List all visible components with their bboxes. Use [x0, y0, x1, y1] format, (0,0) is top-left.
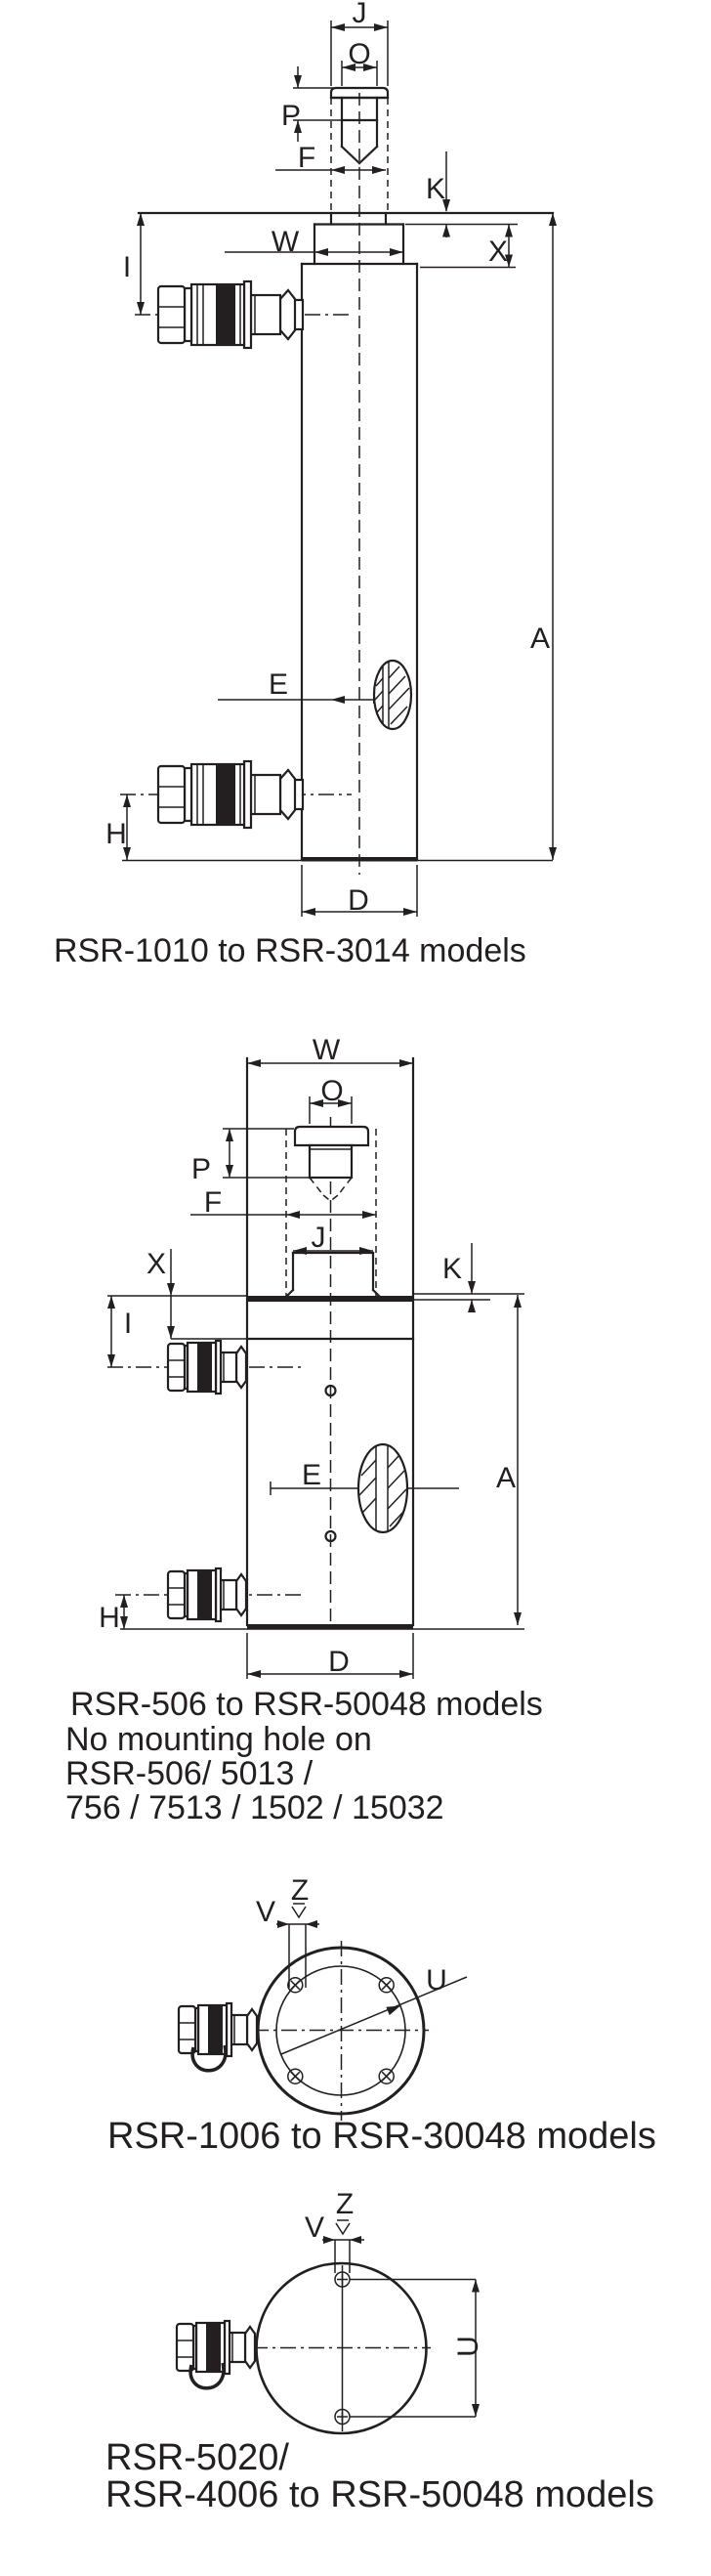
dim-label-a: A [530, 623, 550, 655]
dim-label-i: I [123, 251, 131, 283]
dim-label-x: X [488, 236, 508, 268]
dim-label-d: D [348, 884, 369, 917]
caption-drawing-2-line-3: RSR-506/ 5013 / [65, 1755, 314, 1792]
upper-coupler [156, 279, 305, 350]
dim-label-i: I [124, 1308, 132, 1340]
drawing-side-view-tall: J O P F K W X I A E H D RSR-1010 to RSR-… [54, 0, 557, 969]
coupler [177, 2001, 259, 2073]
dim-label-e: E [269, 668, 288, 701]
dim-label-p: P [191, 1153, 211, 1185]
dim-label-z: Z [291, 1874, 309, 1907]
bolt-hole [287, 2068, 304, 2084]
caption-drawing-2-line-2: No mounting hole on [65, 1721, 372, 1758]
dim-label-z: Z [336, 2188, 354, 2220]
dim-label-f: F [204, 1186, 222, 1219]
dim-label-o: O [320, 1075, 343, 1107]
dim-label-j: J [353, 0, 367, 29]
caption-drawing-4-line-1: RSR-5020/ [105, 2437, 289, 2478]
bolt-hole [334, 2408, 351, 2426]
bolt-hole [378, 2068, 395, 2084]
caption-drawing-4-line-2: RSR-4006 to RSR-50048 models [105, 2474, 654, 2515]
dim-label-e: E [302, 1459, 321, 1491]
dim-label-o: O [348, 38, 370, 70]
dim-label-x: X [146, 1248, 166, 1280]
caption-drawing-2-line-1: RSR-506 to RSR-50048 models [70, 1686, 543, 1723]
dim-label-w: W [313, 1034, 341, 1066]
upper-coupler [166, 1339, 248, 1395]
dim-label-k: K [426, 173, 445, 205]
bolt-hole [287, 1977, 304, 1994]
caption-drawing-3: RSR-1006 to RSR-30048 models [107, 2116, 656, 2157]
dim-label-h: H [99, 1602, 120, 1634]
dim-label-a: A [496, 1462, 516, 1494]
lower-coupler [156, 759, 305, 830]
coupler [175, 2319, 257, 2390]
dim-label-h: H [105, 818, 127, 850]
dim-label-v: V [256, 1896, 275, 1928]
drawing-top-view-two-holes: Z V U RSR-5020/ RSR-4006 to RSR-50048 mo… [105, 2188, 654, 2515]
bolt-hole [378, 1977, 395, 1994]
lower-coupler [166, 1567, 248, 1623]
dim-label-d: D [328, 1646, 350, 1678]
dim-label-f: F [298, 142, 315, 174]
bolt-hole [334, 2271, 351, 2288]
dim-label-j: J [312, 1222, 326, 1254]
drawing-side-view-squat: W O P F J X K I E A H D RSR-506 to RSR-5… [65, 1034, 543, 1826]
dim-label-p: P [281, 100, 301, 132]
drawing-top-view-four-holes: Z V U RSR-1006 to RSR-30048 models [107, 1874, 656, 2157]
dim-label-u: U [452, 2336, 484, 2357]
dim-label-v: V [305, 2211, 324, 2244]
caption-drawing-1: RSR-1010 to RSR-3014 models [54, 932, 526, 969]
caption-drawing-2-line-4: 756 / 7513 / 1502 / 15032 [65, 1789, 444, 1826]
dim-label-u: U [426, 1964, 447, 1996]
dim-label-w: W [272, 226, 300, 258]
dim-label-k: K [442, 1253, 462, 1285]
